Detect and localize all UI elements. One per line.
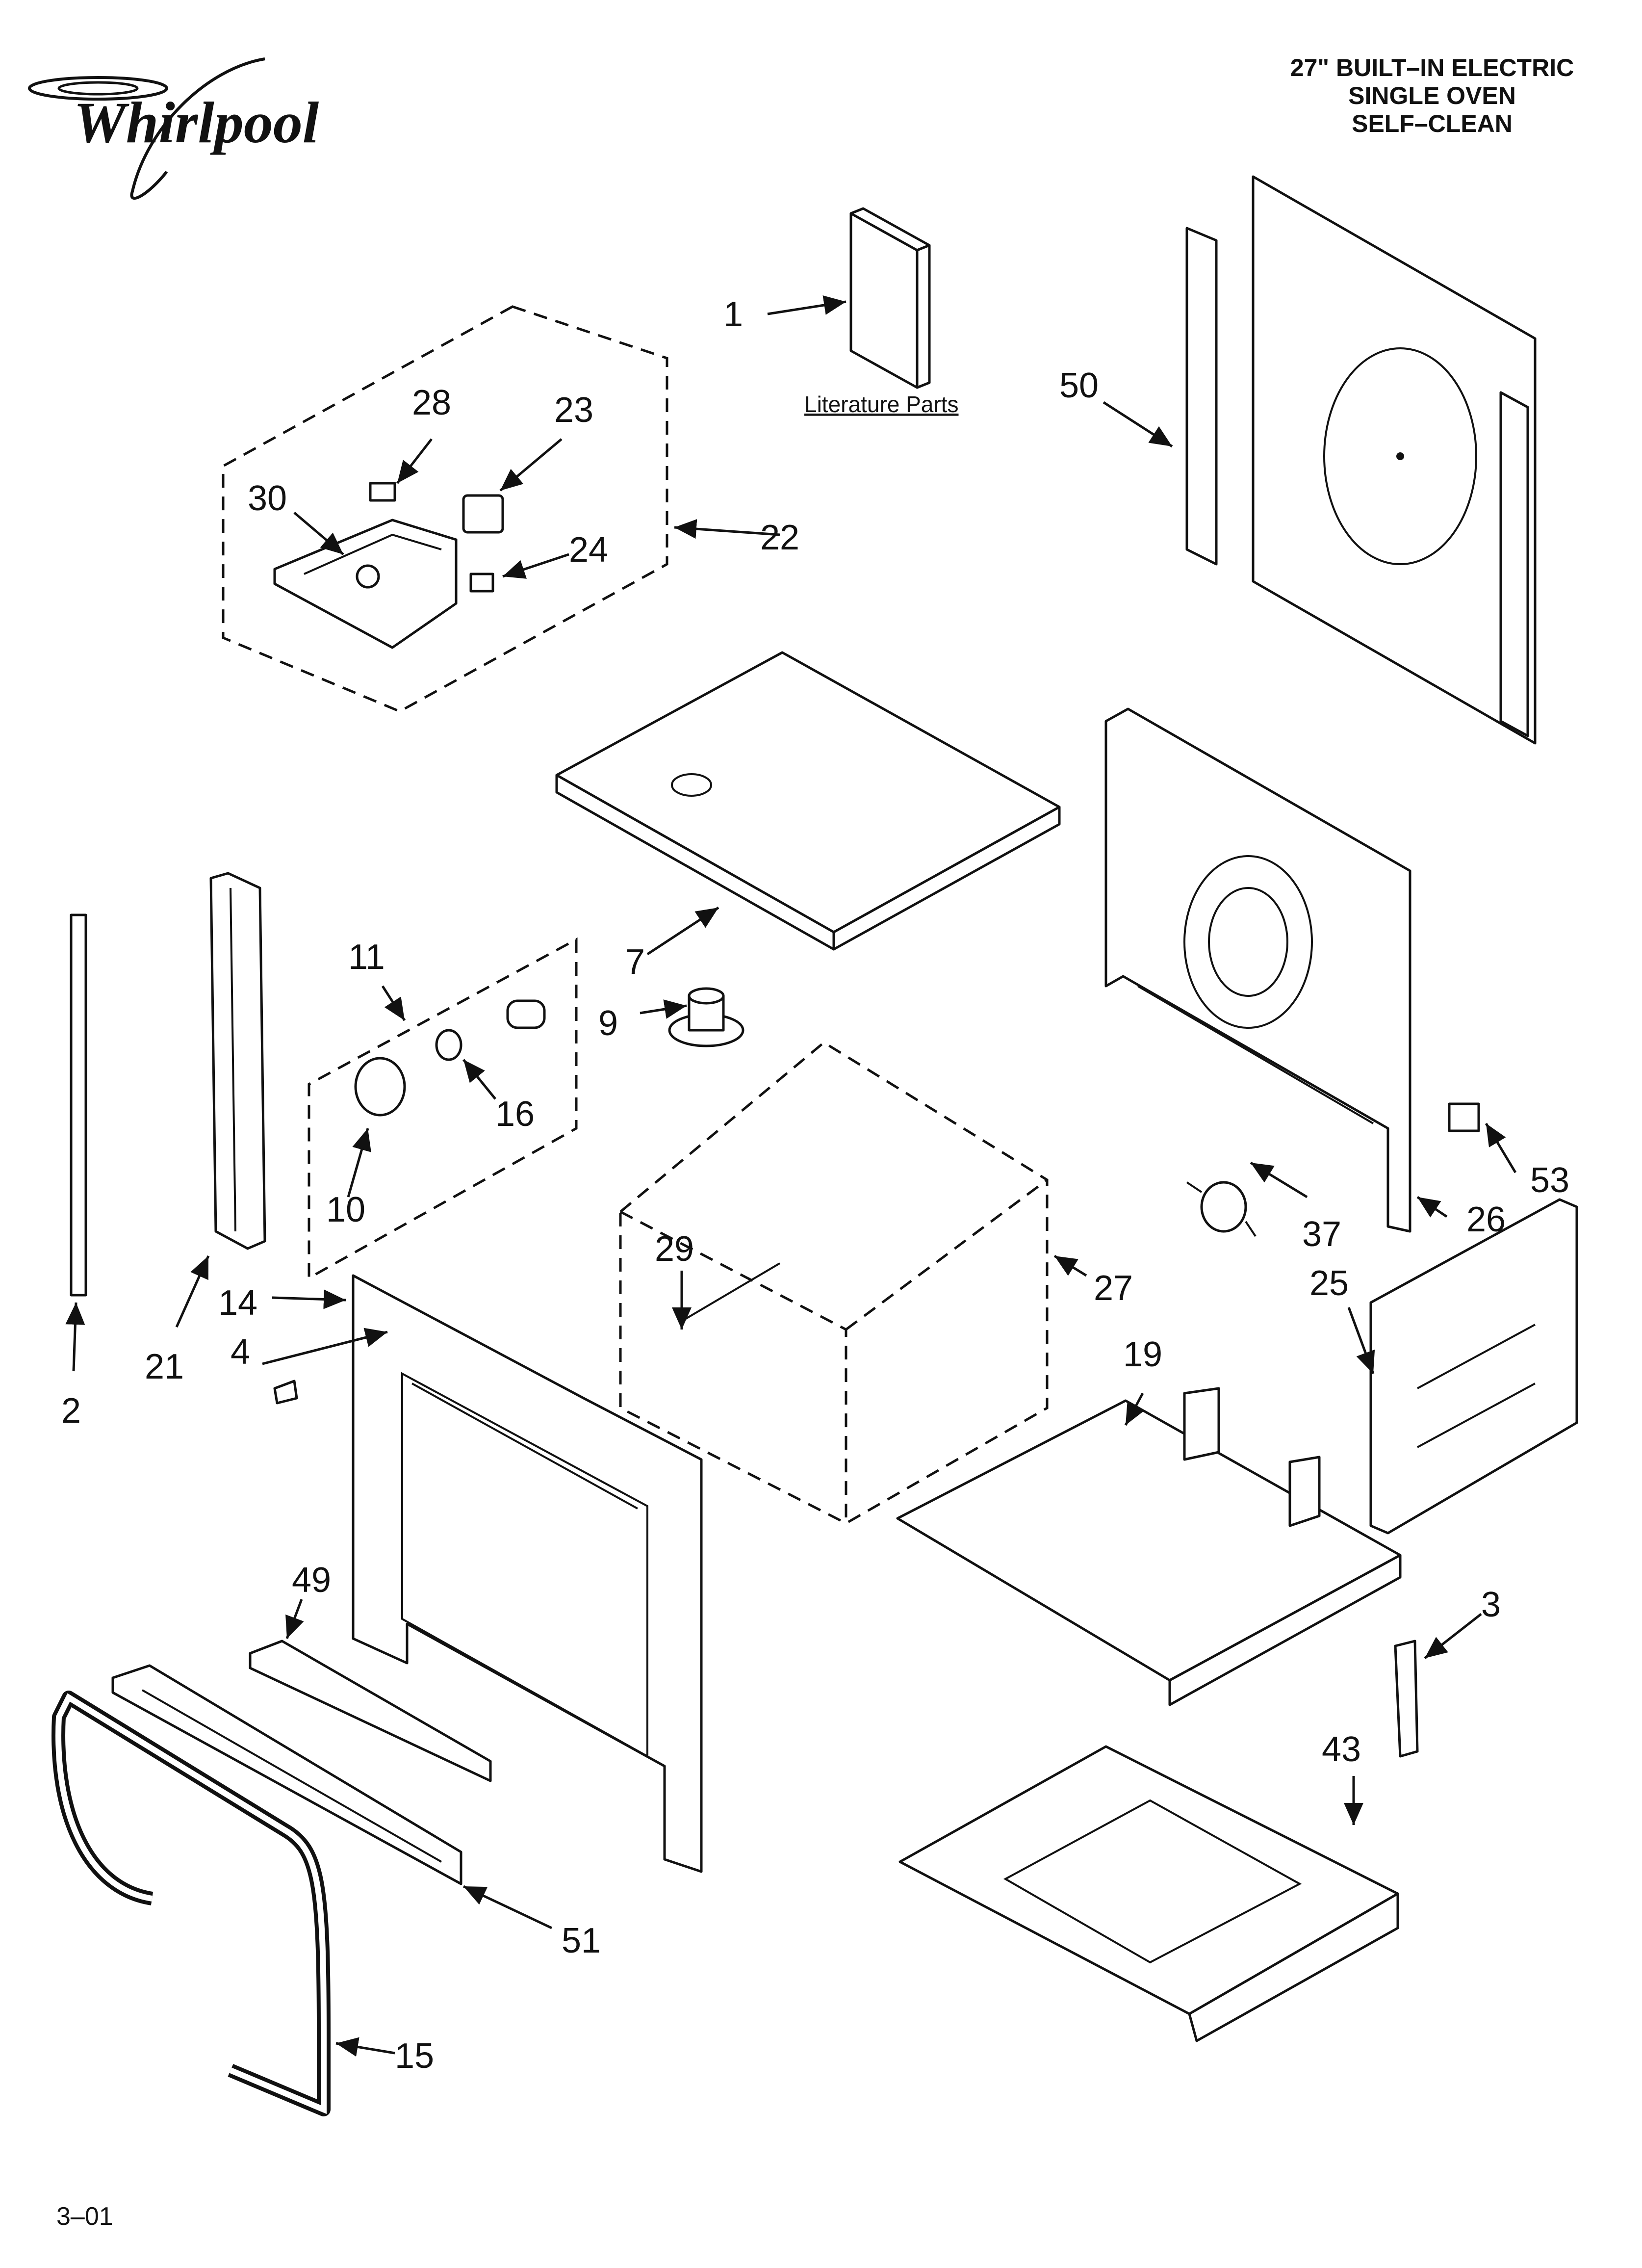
part-1-literature: Literature Parts [804,207,958,417]
callout-24: 24 [569,530,608,570]
callout-30: 30 [248,479,287,518]
part-4-screw [273,1380,298,1405]
callout-51: 51 [562,1921,601,1960]
footer-code: 3–01 [56,2202,113,2231]
part-9-element-block [668,987,744,1047]
part-25-side-panel [1369,1198,1578,1535]
literature-parts-label: Literature Parts [804,391,958,417]
header-line-1: 27" BUILT–IN ELECTRIC [1290,54,1574,81]
whirlpool-logo: Whirlpool [28,57,319,200]
part-2-trim-strip [70,913,87,1297]
callout-arrows [65,295,1517,2057]
callout-53: 53 [1530,1161,1569,1200]
callout-49: 49 [292,1561,331,1600]
part-49-vent-trim [249,1640,492,1782]
callout-26: 26 [1466,1200,1506,1239]
callout-10: 10 [326,1190,365,1229]
callout-11: 11 [348,938,385,977]
diagram-header: 27" BUILT–IN ELECTRIC SINGLE OVEN SELF–C… [1290,54,1574,137]
callout-19: 19 [1123,1335,1162,1374]
header-line-3: SELF–CLEAN [1352,110,1513,137]
part-51-vent-grille [111,1664,462,1885]
callout-43: 43 [1322,1730,1361,1769]
part-53 [1448,1102,1480,1132]
part-50-back-panel [1185,175,1537,745]
callout-7: 7 [625,942,645,982]
part-19-bottom-panel [896,1387,1402,1706]
callout-1: 1 [723,295,743,334]
part-14-front-frame [352,1274,703,1873]
part-22-control-group [222,305,668,713]
callout-2: 2 [61,1391,81,1431]
callout-14: 14 [218,1283,257,1323]
part-37-thermostat [1186,1181,1257,1237]
callout-9: 9 [598,1004,618,1043]
callout-29: 29 [655,1229,694,1269]
part-15-inner-line [55,1693,327,2114]
callout-16: 16 [495,1095,535,1134]
part-27-oven-cavity [619,1041,1049,1525]
callout-50: 50 [1059,366,1099,405]
header-line-2: SINGLE OVEN [1348,82,1516,109]
callout-27: 27 [1094,1269,1133,1308]
callout-21: 21 [145,1347,184,1386]
callout-4: 4 [231,1332,250,1372]
callout-labels: 1 22 28 23 24 30 50 7 9 11 16 10 27 53 2… [61,295,1569,2076]
callout-3: 3 [1481,1585,1501,1624]
part-21-side-trim [209,872,266,1250]
part-11-group [308,937,578,1280]
logo-wordmark: Whirlpool [74,90,319,155]
part-43-bottom-tray [898,1745,1399,2042]
callout-37: 37 [1302,1215,1341,1254]
callout-15: 15 [395,2036,434,2076]
part-3-bracket [1394,1640,1419,1758]
callout-22: 22 [760,518,799,557]
part-7-top-panel [555,651,1061,951]
callout-23: 23 [554,391,593,430]
callout-25: 25 [1309,1264,1349,1303]
part-26-side-panel [1104,707,1411,1233]
callout-28: 28 [412,383,451,422]
